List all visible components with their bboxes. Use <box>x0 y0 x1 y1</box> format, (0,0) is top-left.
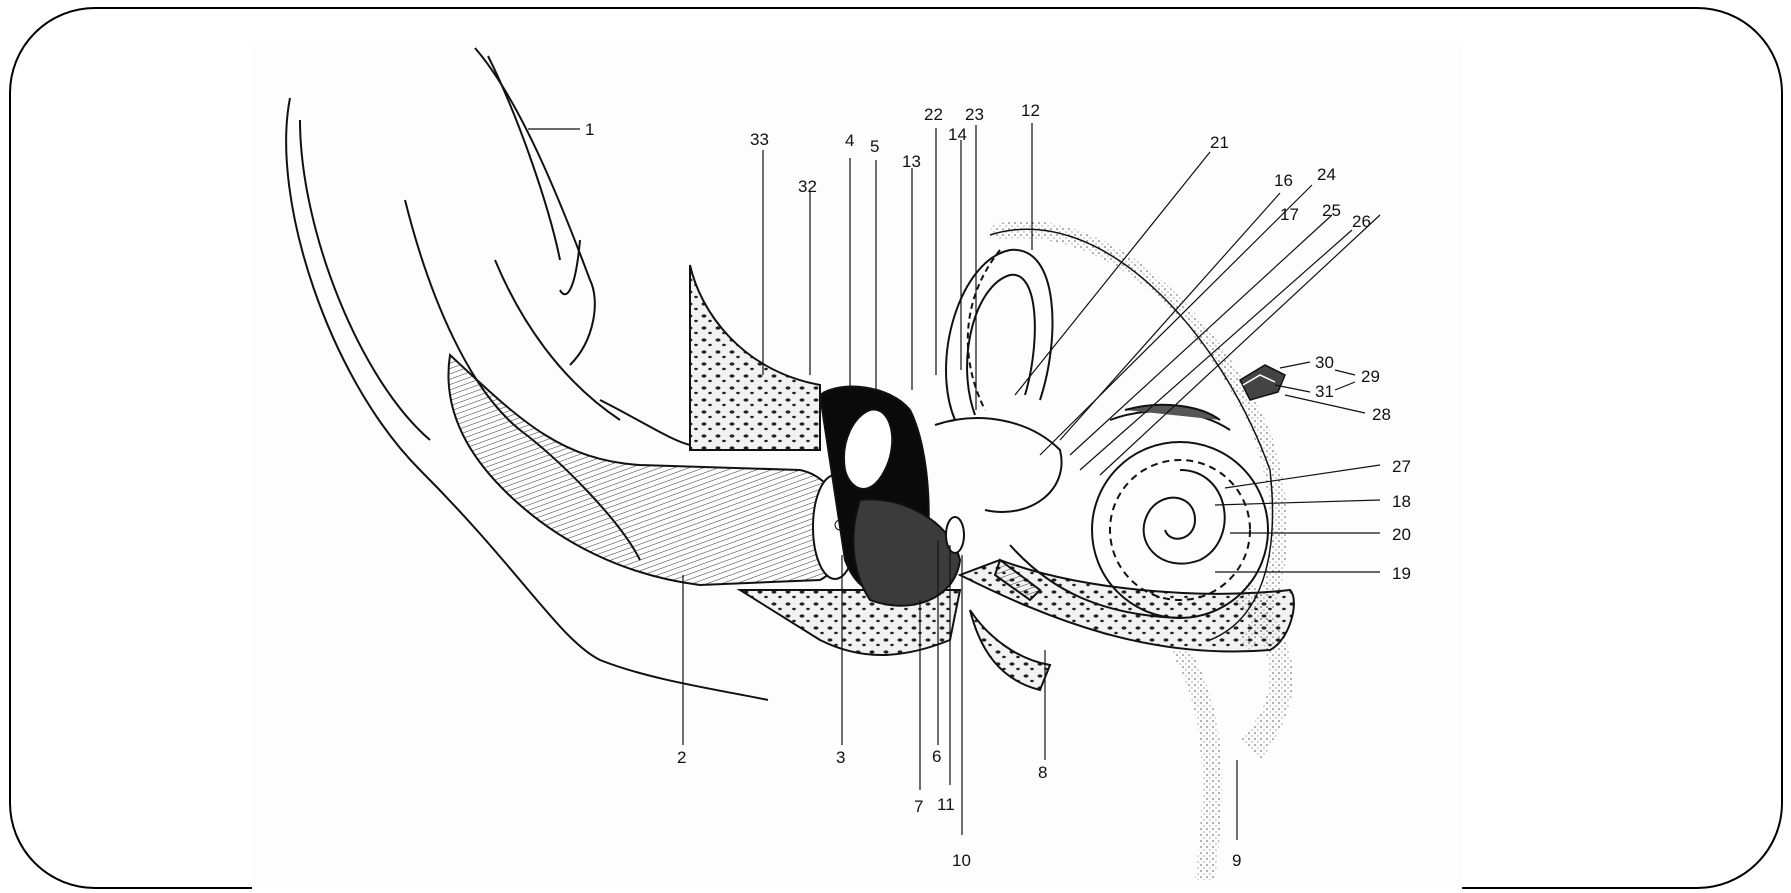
label-8: 8 <box>1038 763 1047 782</box>
label-25: 25 <box>1322 201 1341 220</box>
label-9: 9 <box>1232 851 1241 870</box>
label-32: 32 <box>798 177 817 196</box>
label-20: 20 <box>1392 525 1411 544</box>
label-28: 28 <box>1372 405 1391 424</box>
label-11: 11 <box>937 795 955 814</box>
label-16: 16 <box>1274 171 1293 190</box>
label-2: 2 <box>677 748 686 767</box>
label-18: 18 <box>1392 492 1411 511</box>
label-24: 24 <box>1317 165 1336 184</box>
label-1: 1 <box>585 120 594 139</box>
ear-anatomy-figure: 1 33 32 4 5 13 22 14 23 12 21 16 24 17 2… <box>252 45 1462 890</box>
label-6: 6 <box>932 747 941 766</box>
label-12: 12 <box>1021 101 1040 120</box>
label-10: 10 <box>952 851 971 870</box>
label-33: 33 <box>750 130 769 149</box>
label-13: 13 <box>902 152 921 171</box>
label-7: 7 <box>914 797 923 816</box>
label-14: 14 <box>948 125 967 144</box>
label-5: 5 <box>870 137 879 156</box>
label-22: 22 <box>924 105 943 124</box>
label-30: 30 <box>1315 353 1334 372</box>
label-3: 3 <box>836 748 845 767</box>
label-4: 4 <box>845 131 854 150</box>
label-17: 17 <box>1280 205 1299 224</box>
label-21: 21 <box>1210 133 1229 152</box>
label-27: 27 <box>1392 457 1411 476</box>
label-29: 29 <box>1361 367 1380 386</box>
label-19: 19 <box>1392 564 1411 583</box>
label-23: 23 <box>965 105 984 124</box>
label-26: 26 <box>1352 212 1371 231</box>
label-31: 31 <box>1315 382 1334 401</box>
